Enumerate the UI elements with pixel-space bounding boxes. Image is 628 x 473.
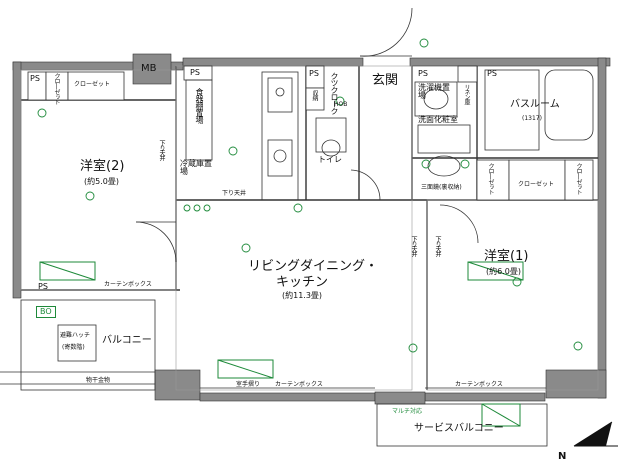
hob-label: HOB <box>334 101 348 108</box>
wall-bottom-right <box>545 369 607 399</box>
washroom-label: 洗面化粧室 <box>418 115 458 124</box>
wall-top-mid <box>182 57 364 67</box>
curtain-box-label-3: カーテンボックス <box>455 381 503 388</box>
balcony-label: バルコニー <box>102 335 152 346</box>
inner-outline <box>20 65 599 391</box>
shoe-closet-label: クツクローク <box>330 72 339 114</box>
western1-name: 洋室(1) <box>484 249 529 264</box>
dish-storage-label: 食器棚置場 <box>195 88 204 123</box>
wall-bottom-mid1 <box>199 392 376 402</box>
curtain-box-label-2: カーテンボックス <box>275 381 323 388</box>
ldk-name-line2: キッチン <box>276 275 329 290</box>
lowered-ceiling-label-2: 下り天井 <box>222 190 247 197</box>
wall-bottom-left <box>154 369 201 401</box>
balcony <box>0 299 548 447</box>
western2-size: (約5.0畳) <box>84 177 119 186</box>
storage-short-label: 収納 <box>311 90 318 100</box>
lowered-ceiling-label-4: 下り天井 <box>434 236 441 256</box>
evac-hatch-label: 避難ハッチ <box>60 332 91 339</box>
wall-right <box>597 57 607 399</box>
closet-label-short-2: クロ|ゼット <box>487 163 494 194</box>
bath-size: (1317) <box>522 115 542 122</box>
ps-label-3: PS <box>309 69 319 78</box>
closets <box>27 65 594 201</box>
service-balcony-label: サービスバルコニー <box>414 423 504 434</box>
column-mid <box>374 391 426 405</box>
wall-top-right <box>409 57 611 67</box>
toilet-label: トイレ <box>318 155 342 164</box>
closet-label-short-3: クロ|ゼット <box>575 163 582 194</box>
window-rail-label: 室手摺り <box>236 381 261 388</box>
bo-label: BO <box>36 306 56 318</box>
electrical-fixtures <box>37 38 583 353</box>
ps-label-2: PS <box>190 68 200 77</box>
ps-label-1: PS <box>30 74 40 83</box>
ps-label-4: PS <box>418 69 428 78</box>
mb-label: MB <box>141 63 157 74</box>
three-way-mirror-label: 三面鏡(裏収納) <box>421 184 462 191</box>
compass <box>573 421 618 447</box>
closet-label-2: クローゼット <box>518 181 555 188</box>
wall-bottom-mid2 <box>424 392 546 402</box>
bath-name: バスルーム <box>510 99 560 110</box>
ldk-size: (約11.3畳) <box>282 291 323 300</box>
closet-label-1: クローゼット <box>74 81 111 88</box>
washer-storage-label: 洗濯機置場 <box>418 83 450 100</box>
mb-block <box>132 53 172 85</box>
ps-label-5: PS <box>487 69 497 78</box>
ldk-name-line1: リビングダイニング・ <box>248 259 379 274</box>
fridge-storage-label: 冷蔵庫置場 <box>180 159 212 176</box>
exterior-walls <box>12 53 611 405</box>
compass-n-label: N <box>558 451 567 462</box>
linen-label: リネン庫 <box>463 84 470 104</box>
wall-left <box>12 61 22 299</box>
ac-units <box>39 261 524 427</box>
curtain-box-label-1: カーテンボックス <box>104 281 152 288</box>
evac-hatch-sub: (寄数階) <box>62 344 85 351</box>
ps-label-6: PS <box>38 282 48 291</box>
multi-faucet-label: マルチ対応 <box>392 408 423 415</box>
kitchen-counter <box>185 71 299 201</box>
drying-rack-label: 物干金物 <box>86 377 111 384</box>
doors <box>135 7 479 263</box>
entrance-label: 玄関 <box>372 73 399 88</box>
bathroom-fixtures <box>315 69 594 177</box>
closet-label-short-1: クロ|ゼット <box>53 73 60 104</box>
lowered-ceiling-label-1: 下り天井 <box>158 140 165 160</box>
western1-size: (約6.0畳) <box>486 267 521 276</box>
western2-name: 洋室(2) <box>80 159 125 174</box>
lowered-ceiling-label-3: 下り天井 <box>410 236 417 256</box>
